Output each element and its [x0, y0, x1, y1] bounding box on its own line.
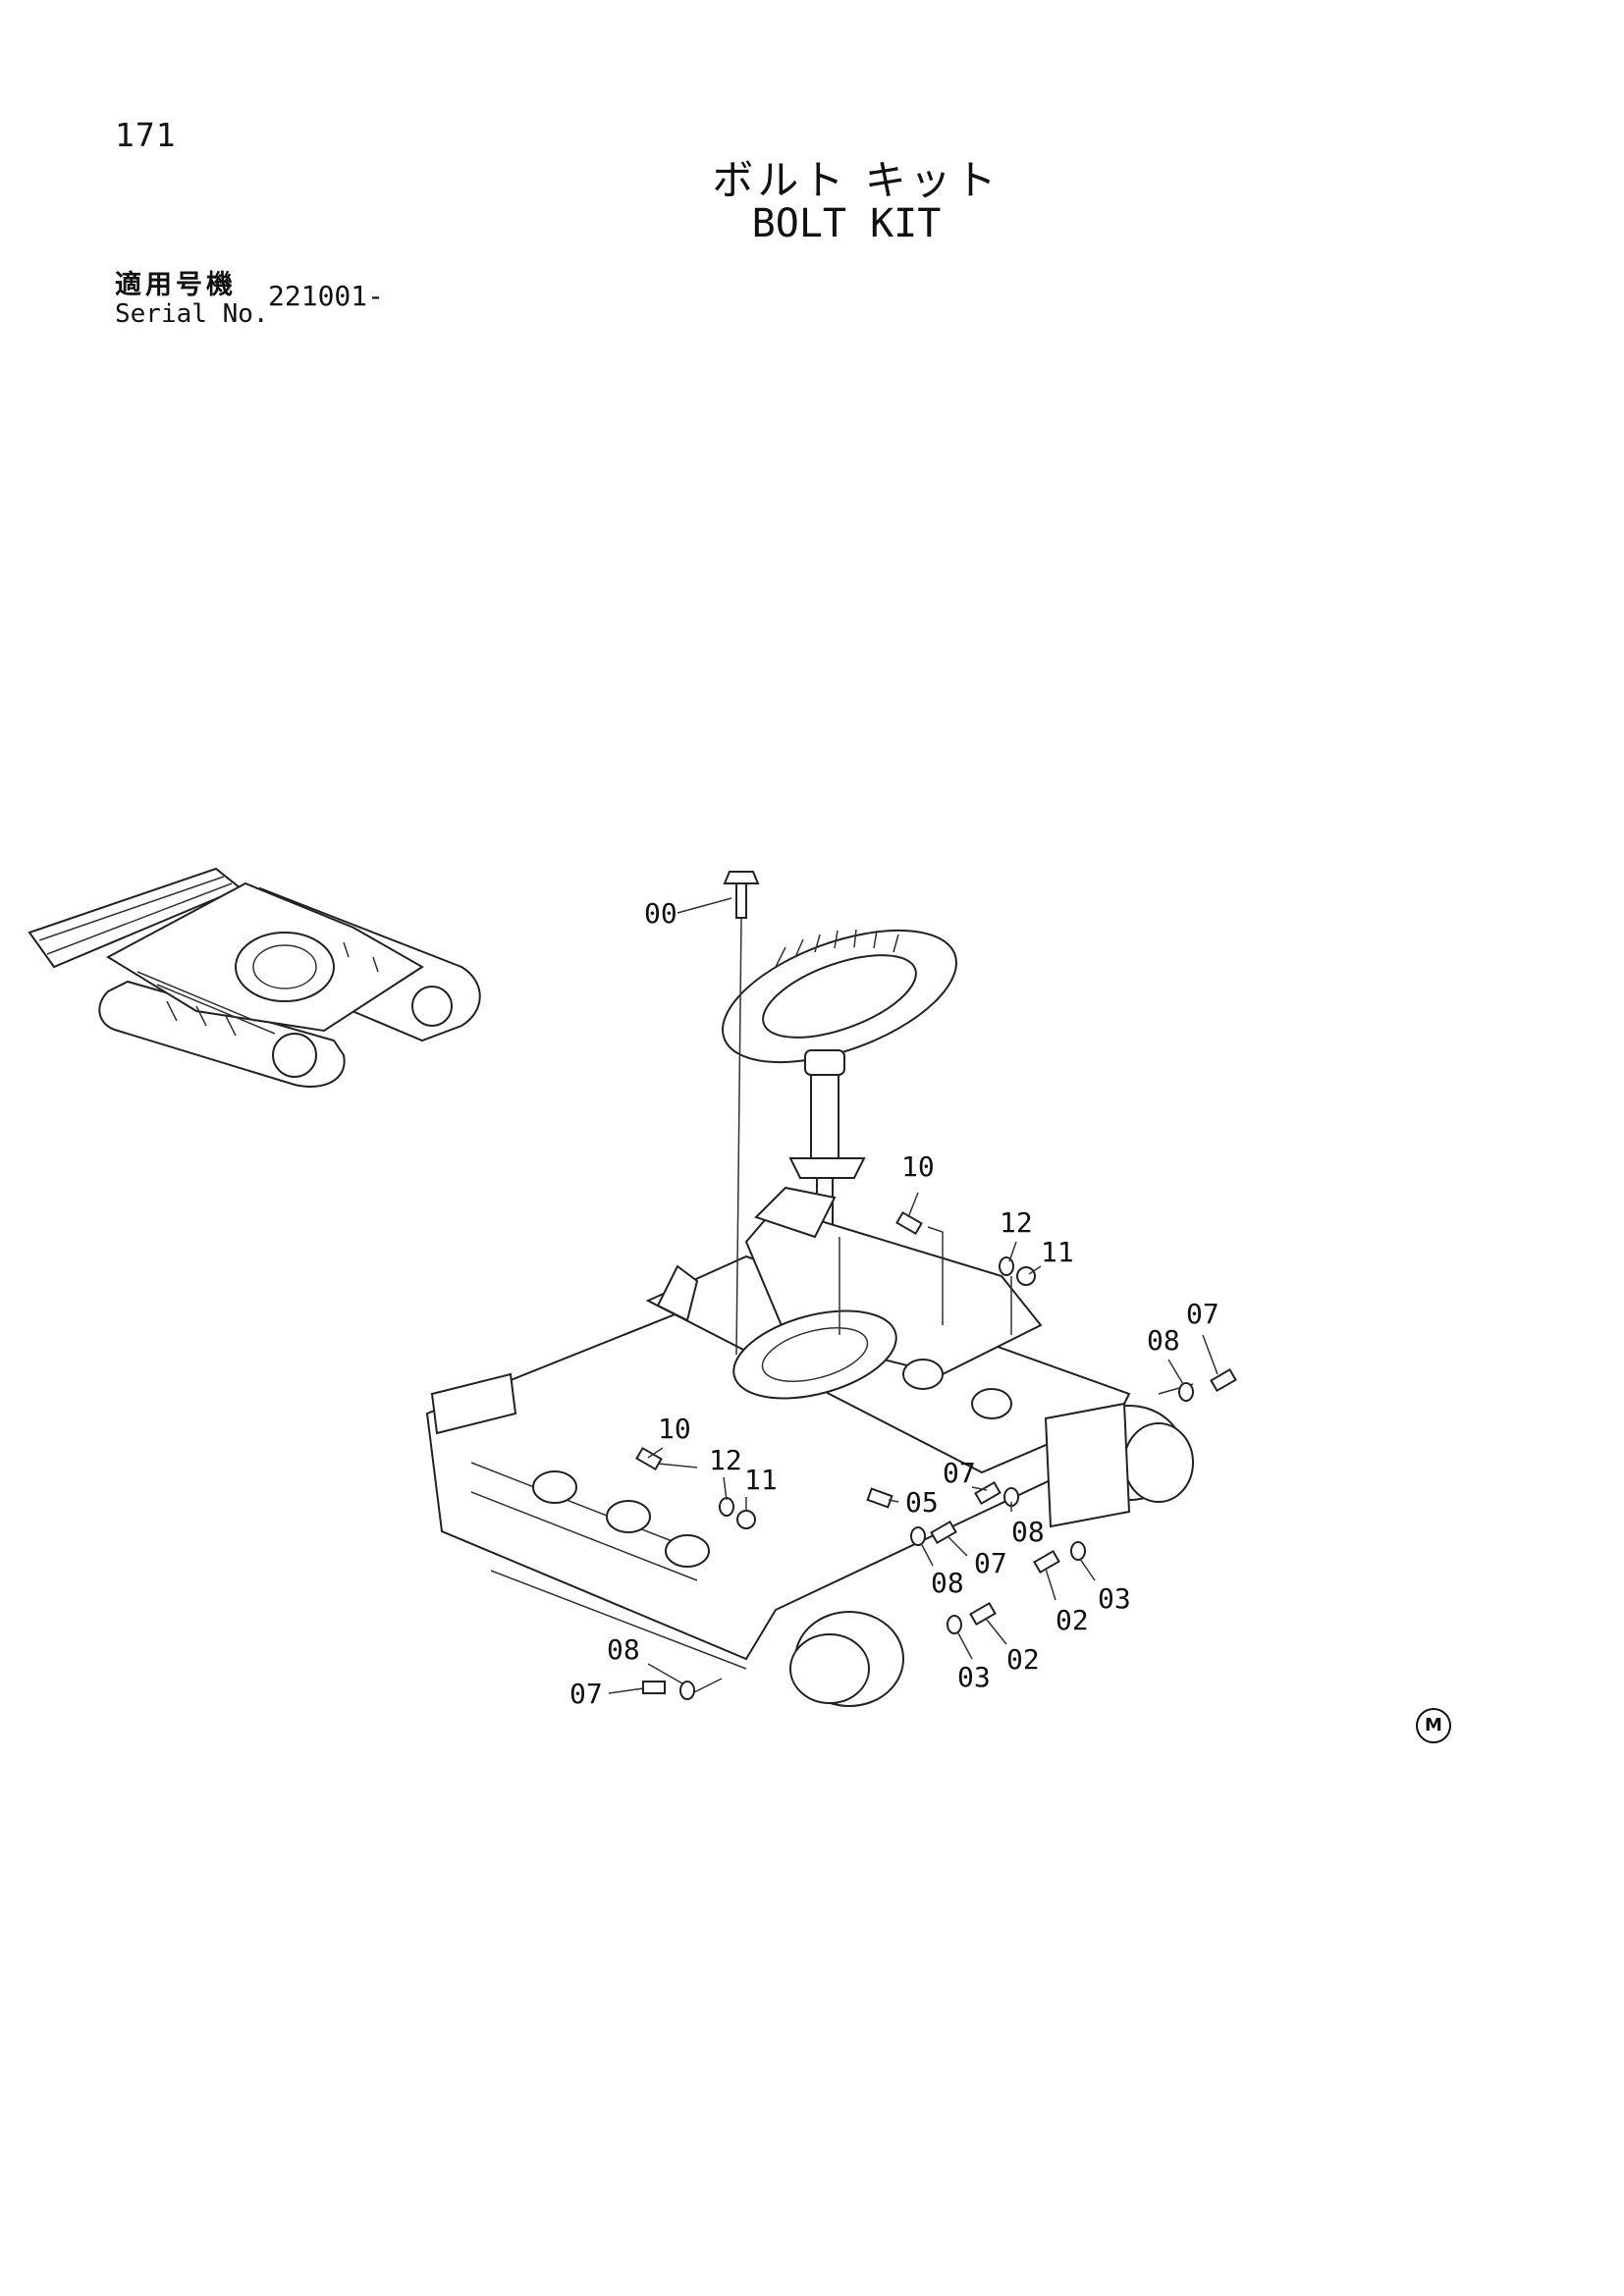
title-japanese: ボルト キット: [712, 156, 1001, 204]
callout-07: 07: [943, 1457, 976, 1489]
serial-label-japanese: 適用号機: [115, 270, 237, 300]
callout-12: 12: [709, 1444, 742, 1476]
callout-12: 12: [1000, 1206, 1033, 1239]
callout-10: 10: [901, 1150, 935, 1183]
callout-08: 08: [931, 1567, 964, 1599]
circled-m-mark: M: [1416, 1708, 1451, 1743]
callout-11: 11: [744, 1464, 778, 1496]
callout-labels: 00 10 12 11 07 08 10 12 11 05 07 08 07 0…: [569, 897, 1219, 1710]
bolt: [635, 871, 1237, 1694]
callout-07: 07: [1186, 1298, 1219, 1330]
nut: [736, 1266, 1036, 1529]
title-english: BOLT KIT: [751, 201, 942, 246]
callout-02: 02: [1006, 1643, 1040, 1676]
callout-11: 11: [1041, 1236, 1074, 1268]
callout-05: 05: [905, 1486, 939, 1519]
serial-value: 221001-: [268, 280, 385, 312]
assembly-lines: [647, 917, 1194, 1699]
page-number: 171: [115, 116, 177, 154]
track-frame: [425, 1186, 1131, 1670]
callout-03: 03: [957, 1661, 991, 1693]
callout-10: 10: [658, 1413, 691, 1445]
callout-02: 02: [1056, 1604, 1089, 1636]
serial-label-english: Serial No.: [115, 299, 269, 329]
callout-00: 00: [644, 897, 677, 930]
swing-bearing-ring: [722, 929, 957, 1064]
sprocket: [789, 1402, 1194, 1707]
callout-08: 08: [607, 1633, 640, 1666]
callout-07: 07: [974, 1547, 1007, 1579]
callout-07: 07: [569, 1678, 603, 1710]
callout-08: 08: [1147, 1324, 1180, 1357]
callout-08: 08: [1011, 1516, 1045, 1548]
undercarriage-overview-illustration: [27, 867, 481, 1088]
callout-03: 03: [1098, 1582, 1131, 1615]
callout-leaders: [608, 897, 1218, 1694]
